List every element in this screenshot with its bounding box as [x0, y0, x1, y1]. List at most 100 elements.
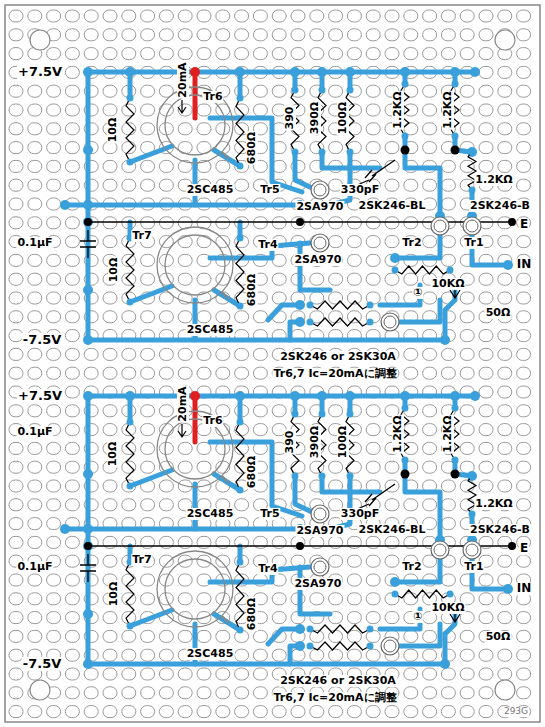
transistor-outline	[463, 217, 481, 235]
part-label: Tr4	[257, 563, 278, 575]
board-hole	[216, 217, 230, 229]
board-hole	[366, 612, 380, 624]
board-hole	[329, 555, 343, 567]
board-hole	[47, 536, 61, 548]
solder-pad	[317, 67, 327, 77]
board-hole	[366, 254, 380, 266]
copper-trace	[330, 152, 350, 205]
board-hole	[517, 66, 531, 78]
board-hole	[197, 593, 211, 605]
part-label: 20mA	[177, 385, 189, 422]
board-hole	[65, 687, 79, 699]
board-hole	[65, 104, 79, 116]
board-hole	[517, 668, 531, 680]
board-hole	[272, 292, 286, 304]
part-label: 0.1μF	[16, 561, 53, 573]
board-hole	[310, 593, 324, 605]
board-hole	[272, 593, 286, 605]
board-hole	[310, 273, 324, 285]
board-hole	[479, 104, 493, 116]
part-label: 680Ω	[246, 273, 258, 307]
board-hole	[28, 706, 42, 718]
board-hole	[517, 273, 531, 285]
board-hole	[159, 348, 173, 360]
part-label: Tr5	[259, 184, 280, 196]
part-label: 2SK246 or 2SK30A	[279, 351, 397, 363]
board-hole	[460, 405, 474, 417]
board-hole	[141, 273, 155, 285]
board-hole	[141, 367, 155, 379]
board-hole	[253, 311, 267, 323]
board-hole	[460, 499, 474, 511]
board-hole	[329, 593, 343, 605]
part-label: 330pF	[340, 184, 380, 196]
board-hole	[517, 348, 531, 360]
board-hole	[28, 367, 42, 379]
board-hole	[28, 461, 42, 473]
lead-dot	[451, 146, 460, 155]
part-label: 330pF	[340, 508, 380, 520]
board-hole	[272, 29, 286, 41]
board-hole	[178, 630, 192, 642]
board-hole	[159, 668, 173, 680]
board-hole	[178, 574, 192, 586]
board-hole	[159, 555, 173, 567]
board-hole	[47, 311, 61, 323]
board-hole	[253, 687, 267, 699]
board-hole	[460, 311, 474, 323]
board-hole	[28, 536, 42, 548]
board-hole	[9, 29, 23, 41]
board-hole	[216, 123, 230, 135]
transistor-outline	[311, 181, 329, 199]
board-hole	[366, 29, 380, 41]
board-hole	[366, 574, 380, 586]
board-hole	[460, 104, 474, 116]
board-hole	[178, 593, 192, 605]
part-label: 0.1μF	[16, 426, 53, 438]
board-hole	[197, 668, 211, 680]
board-hole	[366, 142, 380, 154]
board-hole	[84, 687, 98, 699]
board-hole	[159, 630, 173, 642]
copper-trace	[445, 290, 455, 340]
board-hole	[498, 405, 512, 417]
board-hole	[423, 367, 437, 379]
part-label: 2SA970	[293, 578, 342, 590]
board-hole	[84, 10, 98, 22]
board-hole	[253, 367, 267, 379]
lead-pad	[319, 87, 326, 94]
board-hole	[498, 593, 512, 605]
solder-pad	[440, 335, 450, 345]
board-hole	[385, 179, 399, 191]
board-hole	[366, 424, 380, 436]
board-hole	[159, 480, 173, 492]
part-label: Tr7	[131, 230, 152, 242]
board-hole	[65, 330, 79, 342]
mounting-hole	[495, 680, 515, 700]
board-hole	[9, 442, 23, 454]
board-hole	[9, 461, 23, 473]
board-hole	[347, 48, 361, 60]
board-hole	[253, 48, 267, 60]
board-hole	[84, 48, 98, 60]
board-hole	[404, 48, 418, 60]
part-label: 50Ω	[485, 631, 512, 643]
board-hole	[216, 160, 230, 172]
board-hole	[122, 10, 136, 22]
board-hole	[404, 217, 418, 229]
part-label: Tr6,7 Ic=20mAに調整	[272, 368, 397, 380]
part-label: 680Ω	[246, 131, 258, 165]
copper-trace	[395, 236, 440, 258]
transistor-outline	[165, 235, 225, 295]
board-hole	[329, 311, 343, 323]
current-arrow	[178, 100, 186, 113]
board-hole	[103, 236, 117, 248]
board-hole	[517, 236, 531, 248]
board-hole	[310, 217, 324, 229]
part-label: 2SC485	[186, 184, 235, 196]
board-hole	[404, 367, 418, 379]
board-hole	[65, 66, 79, 78]
board-hole	[385, 273, 399, 285]
lead-pad	[447, 267, 454, 274]
part-label: 1.2KΩ	[442, 90, 454, 129]
